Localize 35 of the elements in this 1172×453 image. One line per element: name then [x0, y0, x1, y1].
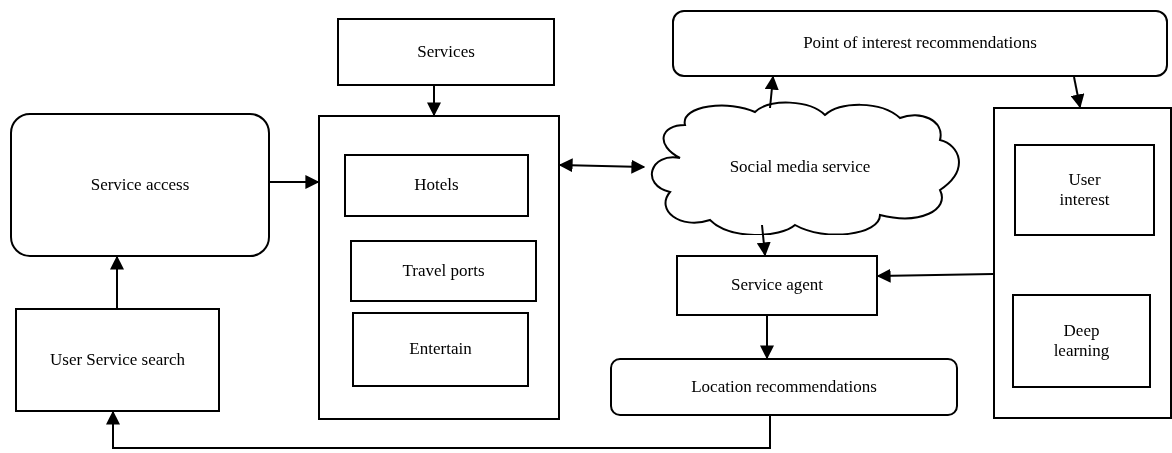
arrow: [760, 315, 774, 360]
arrow: [1070, 76, 1085, 109]
arrow: [558, 158, 646, 174]
process-box: [1014, 144, 1155, 236]
arrow: [756, 224, 771, 257]
node-label: Hotels: [414, 175, 459, 196]
process-box: [352, 312, 529, 387]
container-box: [993, 107, 1172, 419]
process-box: [344, 154, 529, 217]
arrow: [764, 75, 779, 109]
arrow: [876, 268, 994, 283]
process-box: [350, 240, 537, 302]
node-label: Social media service: [729, 157, 871, 178]
arrow: [427, 85, 441, 117]
node-label: Point of interest recommendations: [803, 33, 1037, 54]
node-label: Entertain: [409, 339, 472, 360]
process-box: [337, 18, 555, 86]
process-box: [676, 255, 878, 316]
arrow: [106, 410, 771, 449]
node-label: User Service search: [50, 349, 185, 371]
rounded-box: [10, 113, 270, 257]
node-label: Services: [417, 41, 475, 63]
process-box: [15, 308, 220, 412]
node-label: Deep learning: [1052, 320, 1111, 362]
node-label: User interest: [1058, 169, 1111, 211]
node-label: Location recommendations: [691, 376, 877, 398]
arrow: [269, 175, 320, 189]
container-box: [318, 115, 560, 420]
node-label: Service access: [90, 174, 190, 196]
process-box: [1012, 294, 1151, 388]
rounded-box: [672, 10, 1168, 77]
arrow: [110, 255, 124, 309]
rounded-box: [610, 358, 958, 416]
node-label: Service agent: [730, 275, 823, 296]
node-label: Travel ports: [402, 260, 485, 282]
